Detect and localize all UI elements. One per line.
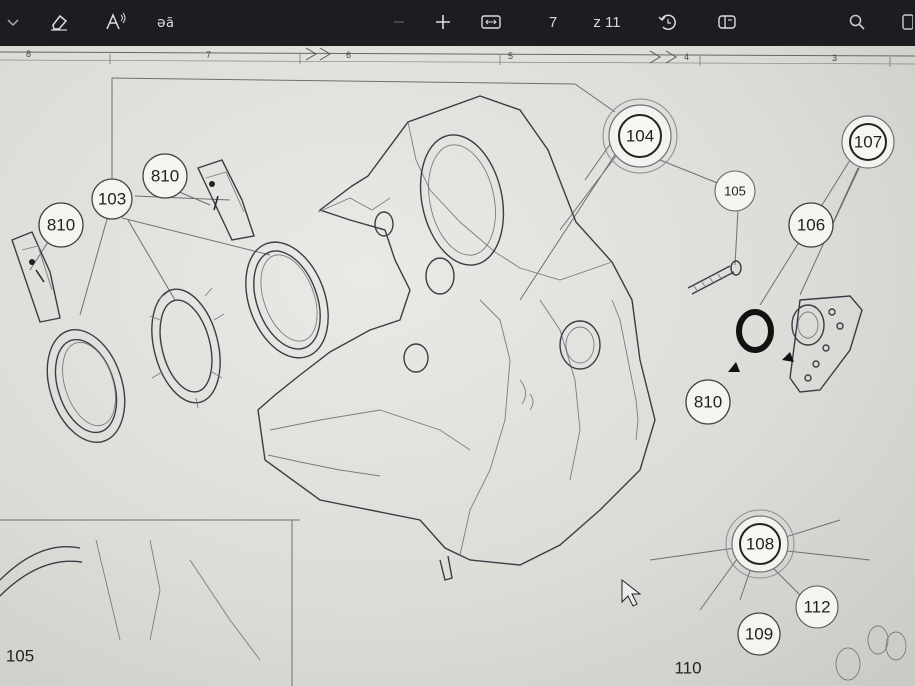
minus-icon[interactable] [388,6,410,38]
callout-label: 110 [674,659,701,678]
rotate-icon[interactable] [652,6,684,38]
eraser-icon[interactable] [44,6,74,38]
mouse-cursor-icon [621,578,642,607]
drawing-frame [0,77,616,686]
page-number[interactable]: 7 [548,13,558,31]
callout-label: 105 [6,647,34,666]
text-size-icon[interactable] [100,6,132,38]
callout-105-lower[interactable]: 105 [6,647,34,666]
ruler-mark: 3 [832,53,837,63]
partial-ring-lower-left [0,539,261,661]
callout-810-right[interactable]: 810 [685,379,731,425]
callout-label: 109 [745,625,773,644]
search-icon[interactable] [842,6,872,38]
callout-label: 105 [724,184,746,199]
callout-103[interactable]: 103 [91,178,133,220]
seal-ring-middle [245,241,329,359]
callout-label: 112 [803,598,830,617]
svg-text:ã: ã [166,16,174,31]
callout-label: 103 [98,190,126,209]
zoom-level[interactable]: z 11 [593,13,621,31]
drawing-ruler: 8 7 6 5 4 3 [0,47,915,67]
chevron-down-icon[interactable] [2,6,24,38]
parts-lower-right [835,625,907,681]
add-icon[interactable] [430,6,456,38]
callout-label: 107 [854,133,882,152]
page-layout-icon[interactable] [712,6,742,38]
callout-106[interactable]: 106 [788,202,834,248]
bearing-cage [149,287,225,409]
ruler-mark: 5 [508,51,513,61]
o-ring [728,309,774,372]
callout-810-top[interactable]: 810 [142,153,188,199]
detail-inset-right [197,159,255,241]
callout-label: 810 [694,393,722,412]
ruler-mark: 4 [684,52,689,62]
seal-ring-left [46,329,126,443]
bolt [687,260,742,295]
callout-label: 108 [746,535,774,554]
callout-109[interactable]: 109 [737,612,781,656]
fit-width-icon[interactable] [476,6,506,38]
svg-text:ə: ə [157,15,166,31]
callout-label: 106 [797,216,825,235]
callout-104[interactable]: 104 [602,98,678,174]
ruler-mark: 8 [26,49,31,59]
callout-108[interactable]: 108 [725,509,795,579]
gear-housing [257,95,656,581]
callout-label: 810 [47,216,75,235]
more-icon[interactable] [896,6,915,38]
ruler-mark: 6 [346,50,351,60]
callout-107[interactable]: 107 [841,115,895,169]
ruler-mark: 7 [206,50,211,60]
callout-label: 104 [626,127,654,146]
flange-plate [782,295,863,393]
callout-label: 810 [151,167,179,186]
callout-810-left[interactable]: 810 [38,202,84,248]
callout-112[interactable]: 112 [795,585,839,629]
callout-110[interactable]: 110 [674,659,701,678]
detail-inset-left [11,231,61,323]
callout-105[interactable]: 105 [714,170,756,212]
